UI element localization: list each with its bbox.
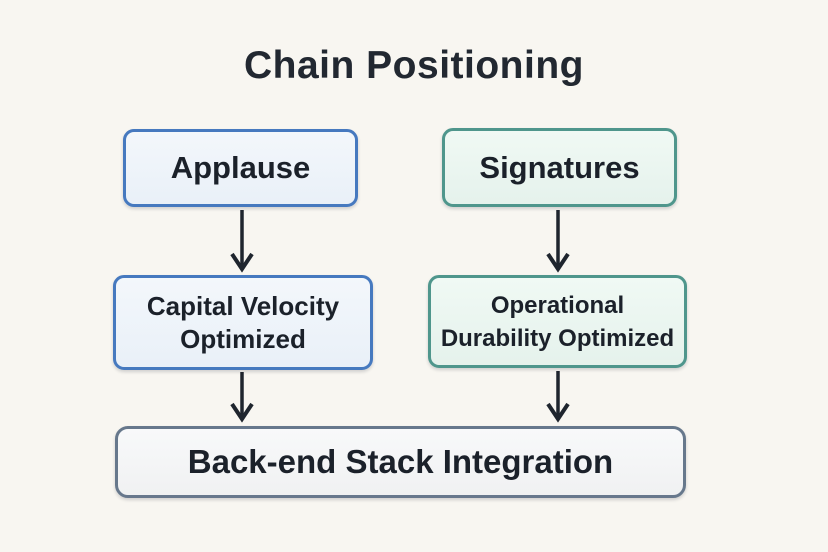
arrow-operational-to-backend [546,371,570,423]
node-signatures-label: Signatures [479,149,640,185]
node-operational-label: Operational Durability Optimized [440,291,675,352]
arrow-signatures-to-operational [546,210,570,273]
node-capital-label: Capital Velocity Optimized [146,290,340,354]
node-applause: Applause [123,129,358,207]
diagram-title: Chain Positioning [244,44,584,87]
node-capital-velocity-optimized: Capital Velocity Optimized [113,275,373,370]
arrow-capital-to-backend [230,372,254,423]
arrow-applause-to-capital [230,210,254,273]
node-backend-stack-integration: Back-end Stack Integration [115,426,686,498]
node-signatures: Signatures [442,128,677,207]
node-backend-label: Back-end Stack Integration [187,443,614,480]
node-operational-durability-optimized: Operational Durability Optimized [428,275,687,368]
node-applause-label: Applause [170,150,311,185]
